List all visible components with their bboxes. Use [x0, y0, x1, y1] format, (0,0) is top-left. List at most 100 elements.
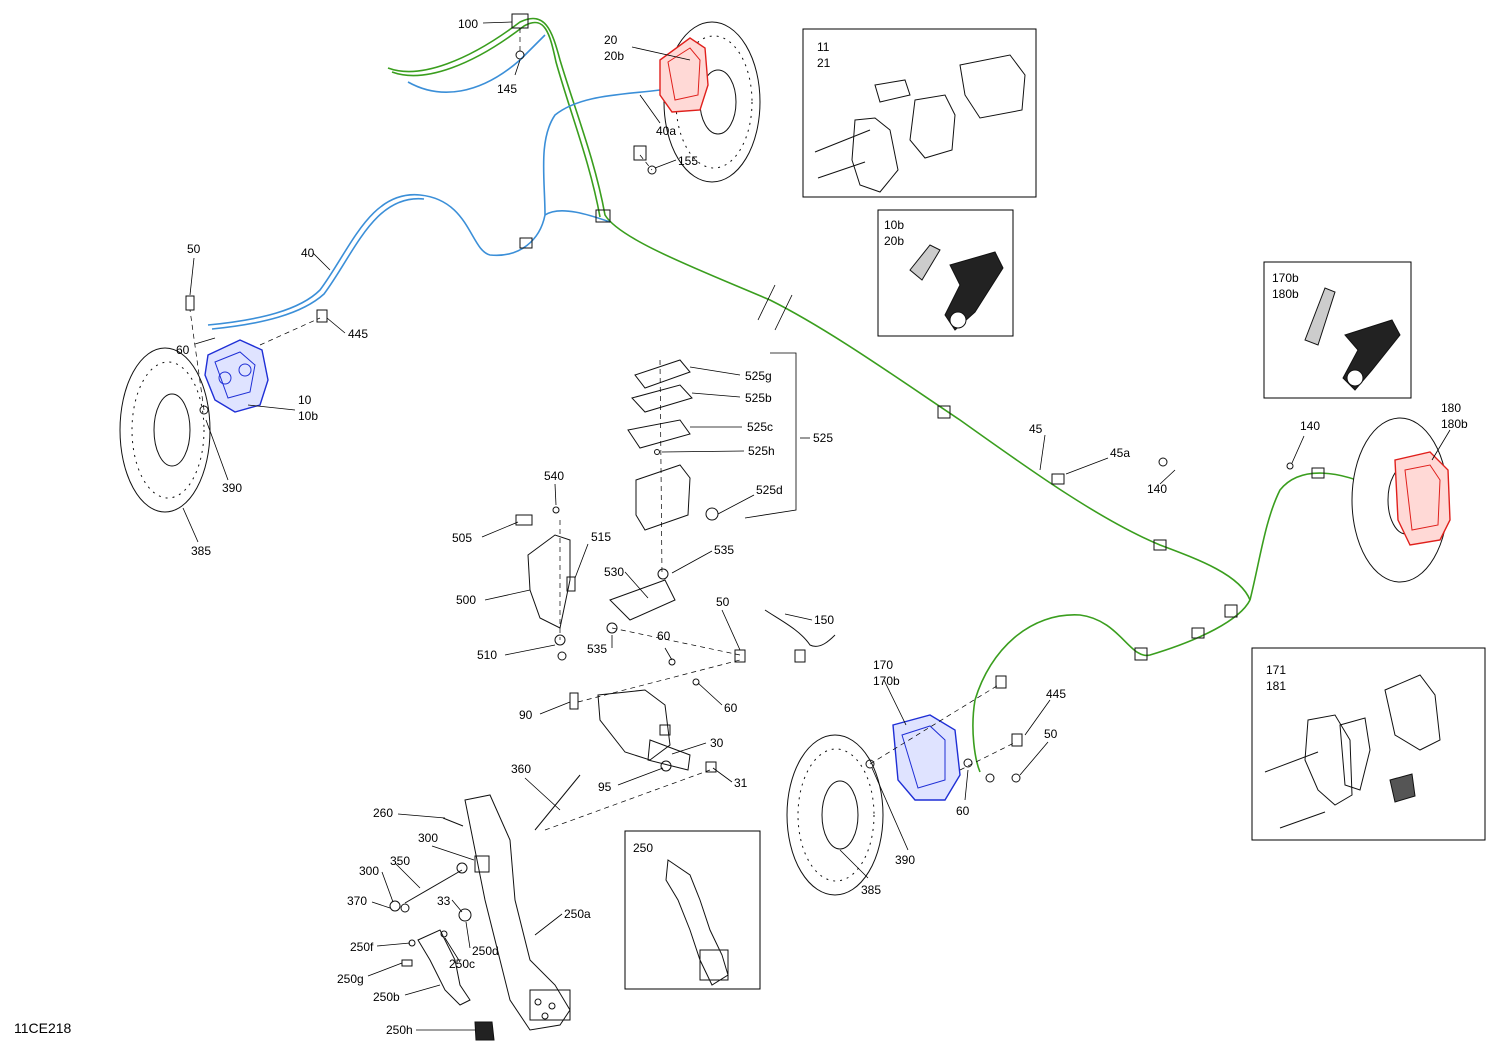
callout-250b: 250b	[373, 990, 400, 1004]
callout-445-rear: 445	[1046, 687, 1066, 701]
callout-360: 360	[511, 762, 531, 776]
callout-530: 530	[604, 565, 624, 579]
callout-515: 515	[591, 530, 611, 544]
callout-60-mc-upper: 60	[657, 629, 671, 643]
front-right-caliper	[659, 37, 709, 113]
inset-rear-pads	[1251, 647, 1486, 841]
inset-pedal-alt	[624, 830, 761, 990]
callout-180: 180	[1441, 401, 1461, 415]
callout-525g: 525g	[745, 369, 772, 383]
callout-525c: 525c	[747, 420, 773, 434]
rear-left-brake	[786, 675, 1023, 896]
callout-385-front: 385	[191, 544, 211, 558]
front-left-disc	[119, 347, 211, 513]
callout-505: 505	[452, 531, 472, 545]
bracket-500	[515, 506, 576, 661]
callout-390-rear: 390	[895, 853, 915, 867]
callout-140-right: 140	[1300, 419, 1320, 433]
callout-170: 170	[873, 658, 893, 672]
callout-250f: 250f	[350, 940, 374, 954]
diaphragm-525c	[627, 419, 691, 449]
callout-10: 10	[298, 393, 312, 407]
callout-370: 370	[347, 894, 367, 908]
callout-10b: 10b	[298, 409, 318, 423]
callout-30: 30	[710, 736, 724, 750]
callout-300-lower: 300	[359, 864, 379, 878]
callout-250g: 250g	[337, 972, 364, 986]
pad-250h	[474, 1021, 495, 1041]
callout-31: 31	[734, 776, 748, 790]
cap-525g	[634, 359, 691, 389]
callout-45: 45	[1029, 422, 1043, 436]
bracket-40a	[633, 145, 647, 161]
pedal-250a	[464, 794, 571, 1031]
callout-50-rear: 50	[1044, 727, 1058, 741]
rear-left-caliper	[892, 714, 961, 801]
callout-140-left: 140	[1147, 482, 1167, 496]
callout-20: 20	[604, 33, 618, 47]
inset-front-pads-label-2: 21	[817, 56, 831, 70]
inset-rear-pads-label-2: 181	[1266, 679, 1286, 693]
callout-100: 100	[458, 17, 478, 31]
callout-535-upper: 535	[714, 543, 734, 557]
callout-525: 525	[813, 431, 833, 445]
callout-150: 150	[814, 613, 834, 627]
callout-385-rear: 385	[861, 883, 881, 897]
callout-33: 33	[437, 894, 451, 908]
callout-525h: 525h	[748, 444, 775, 458]
inset-rear-pads-label-1: 171	[1266, 663, 1286, 677]
spring-260	[442, 817, 464, 827]
bracket-445	[316, 309, 328, 323]
master-cylinder	[597, 689, 671, 761]
leader-lines	[182, 21, 1451, 1031]
sleeve-350	[404, 869, 463, 904]
inset-rear-bleeder-label-2: 180b	[1272, 287, 1299, 301]
callout-525d: 525d	[756, 483, 783, 497]
callout-250c: 250c	[449, 957, 475, 971]
callout-510: 510	[477, 648, 497, 662]
gasket-525b	[631, 384, 693, 413]
callout-300-upper: 300	[418, 831, 438, 845]
inset-front-bleeder-label-2: 20b	[884, 234, 904, 248]
callout-45a: 45a	[1110, 446, 1130, 460]
lever-250b	[417, 929, 471, 1006]
inset-rear-bleeder	[1263, 261, 1412, 399]
hose-530	[609, 579, 676, 621]
inset-front-bleeder	[877, 209, 1014, 337]
callout-50-front: 50	[187, 242, 201, 256]
callout-labels: 100 145 20 20b 40a 155 50 40 60 445 10 1…	[14, 17, 1468, 1037]
callout-60-front: 60	[176, 343, 190, 357]
assembly-dashes	[189, 28, 1017, 831]
callout-95: 95	[598, 780, 612, 794]
front-brake-lines	[207, 34, 661, 330]
inset-front-pads	[802, 28, 1037, 198]
callout-525b: 525b	[745, 391, 772, 405]
inset-rear-bleeder-label-1: 170b	[1272, 271, 1299, 285]
pushrod-30	[647, 739, 691, 771]
callout-250h: 250h	[386, 1023, 413, 1037]
inset-front-bleeder-label-1: 10b	[884, 218, 904, 232]
line-break-marker	[757, 284, 793, 331]
rear-right-caliper	[1394, 451, 1451, 546]
callout-50-mc: 50	[716, 595, 730, 609]
callout-40: 40	[301, 246, 315, 260]
rear-left-disc	[786, 734, 884, 896]
callout-250d: 250d	[472, 944, 499, 958]
callout-350: 350	[390, 854, 410, 868]
front-left-brake	[119, 295, 328, 513]
callout-260: 260	[373, 806, 393, 820]
callout-445-front: 445	[348, 327, 368, 341]
front-right-brake	[515, 21, 761, 183]
callout-540: 540	[544, 469, 564, 483]
callout-145: 145	[497, 82, 517, 96]
callout-390-front: 390	[222, 481, 242, 495]
callout-60-mc-lower: 60	[724, 701, 738, 715]
reservoir-525	[635, 464, 691, 531]
callout-40a: 40a	[656, 124, 676, 138]
callout-180b: 180b	[1441, 417, 1468, 431]
callout-170b: 170b	[873, 674, 900, 688]
bolt-360	[534, 774, 581, 831]
callout-60-rear: 60	[956, 804, 970, 818]
front-left-caliper	[204, 339, 269, 413]
